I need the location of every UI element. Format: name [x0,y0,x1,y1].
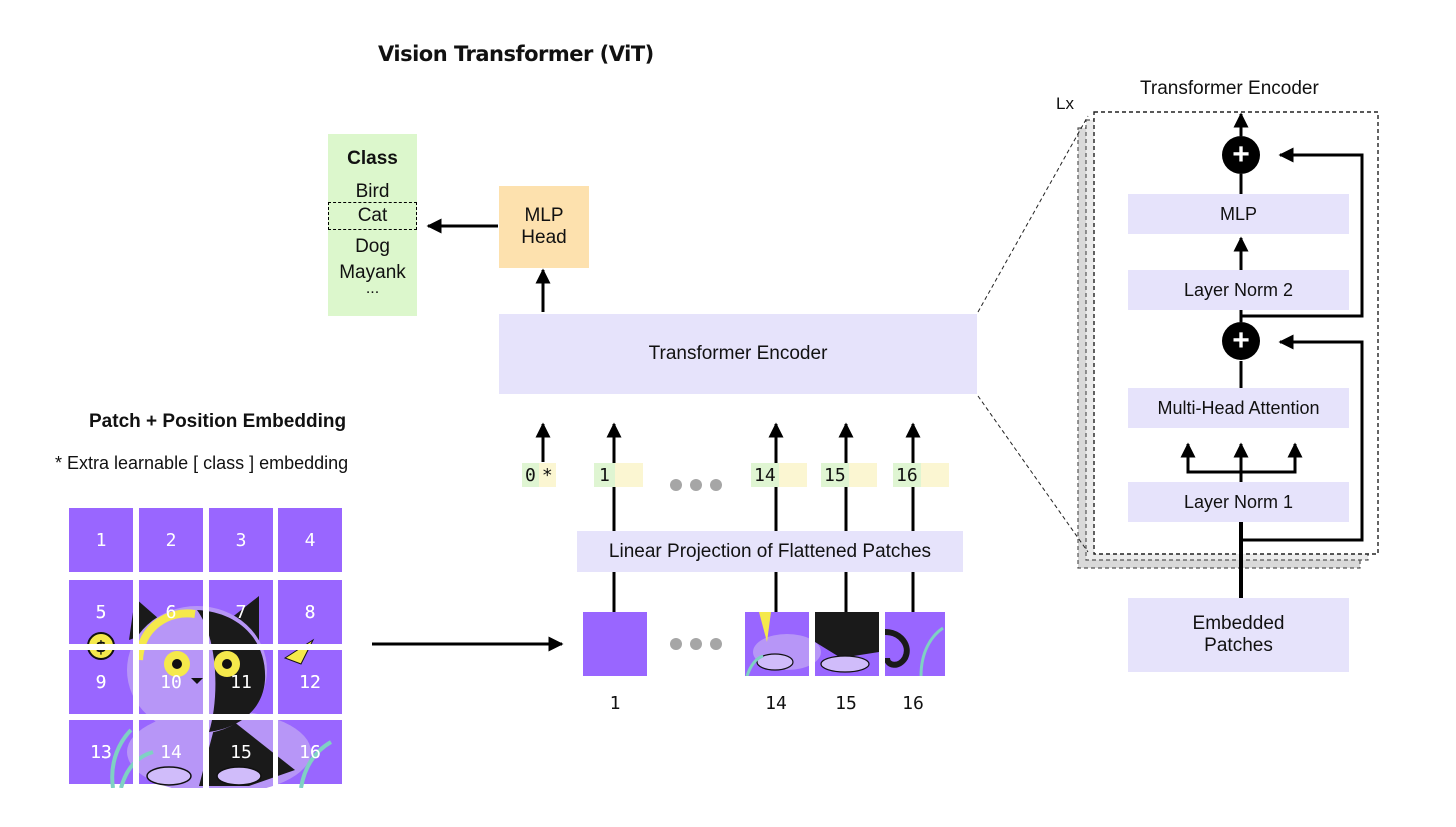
grid-patch-13: 13 [69,720,133,784]
token-14-embedding [778,463,807,487]
layer-norm-1-box: Layer Norm 1 [1128,482,1349,522]
grid-label-7: 7 [235,602,247,623]
encoder-mlp-box: MLP [1128,194,1349,234]
token-0-position: 0 [522,463,539,487]
token-15-position: 15 [821,463,849,487]
class-heading: Class [347,148,398,169]
cat-illustration: $ [87,596,333,788]
grid-label-13: 13 [90,742,112,763]
grid-label-8: 8 [304,602,316,623]
embedded-patches-box: Embedded Patches [1128,598,1349,672]
grid-gutter-v2 [203,580,209,788]
grid-label-12: 12 [299,672,321,693]
grid-label-15: 15 [230,742,252,763]
token-16-position: 16 [893,463,921,487]
transformer-encoder-box: Transformer Encoder [499,314,977,394]
class-item-mayank: Mayank [339,262,406,283]
zoom-line-top [977,115,1089,313]
arrow-attention-v [1241,442,1303,474]
token-1-embedding [614,463,643,487]
token-15: 15 [821,463,877,487]
token-16: 16 [893,463,949,487]
zoom-line-bottom [977,395,1089,553]
grid-patch-4: 4 [278,508,342,572]
token-1-position: 1 [594,463,615,487]
token-14-position: 14 [751,463,779,487]
token-0: 0 * [522,463,556,487]
grid-patch-8: 8 [278,580,342,644]
patch-ellipsis [670,638,722,650]
mlp-head-box: MLP Head [499,186,589,268]
embedded-patches-line2: Patches [1204,635,1273,656]
mlp-head-line2: Head [521,227,567,248]
encoder-repeat-label: Lx [1056,94,1074,113]
mlp-head-line1: MLP [524,205,564,226]
class-item-dog: Dog [355,236,390,257]
grid-patch-1: 1 [69,508,133,572]
embedded-patches-line1: Embedded [1192,613,1285,634]
token-ellipsis [670,479,722,491]
class-box: Class Bird Cat Dog Mayank ... [328,134,417,316]
page-title: Vision Transformer (ViT) [378,42,654,66]
patch-grid: 1 2 3 4 5 6 7 8 9 10 11 12 13 14 15 16 $ [69,508,345,788]
residual-path-2 [1241,147,1364,318]
layer-norm-2-box: Layer Norm 2 [1128,270,1349,310]
token-1: 1 [594,463,643,487]
grid-patch-2: 2 [139,508,203,572]
encoder-detail-title: Transformer Encoder [1140,78,1319,99]
class-item-cat: Cat [328,202,417,230]
arrow-attention-q [1180,442,1241,474]
residual-add-2: + [1222,136,1260,174]
token-0-extra: * [538,463,556,487]
seq-label-14: 14 [765,693,787,714]
seq-label-15: 15 [835,693,857,714]
grid-label-6: 6 [165,602,177,623]
embedding-heading: Patch + Position Embedding [89,411,347,432]
grid-patch-9: 9 [69,650,133,714]
multi-head-attention-box: Multi-Head Attention [1128,388,1349,428]
seq-patch-1 [583,612,647,676]
grid-patch-12: 12 [278,650,342,714]
token-16-embedding [920,463,949,487]
seq-label-16: 16 [902,693,924,714]
residual-add-1: + [1222,322,1260,360]
grid-label-10: 10 [160,672,182,693]
grid-label-9: 9 [95,672,107,693]
grid-gutter-v3 [273,580,278,788]
grid-label-14: 14 [160,742,182,763]
token-15-embedding [848,463,877,487]
token-14: 14 [751,463,807,487]
grid-gutter-h2 [69,714,345,720]
grid-label-11: 11 [230,672,252,693]
residual-path-1 [1241,334,1364,542]
grid-gutter-h1 [69,644,345,650]
grid-label-16: 16 [299,742,321,763]
class-item-bird: Bird [355,181,390,202]
grid-patch-3: 3 [209,508,273,572]
embedding-note: * Extra learnable [ class ] embedding [55,453,349,473]
linear-projection-box: Linear Projection of Flattened Patches [577,531,963,572]
seq-label-1: 1 [609,693,621,714]
grid-gutter-v1 [133,580,139,788]
class-item-more: ... [365,280,380,297]
grid-label-5: 5 [95,602,107,623]
seq-patches-14-16 [745,612,945,676]
